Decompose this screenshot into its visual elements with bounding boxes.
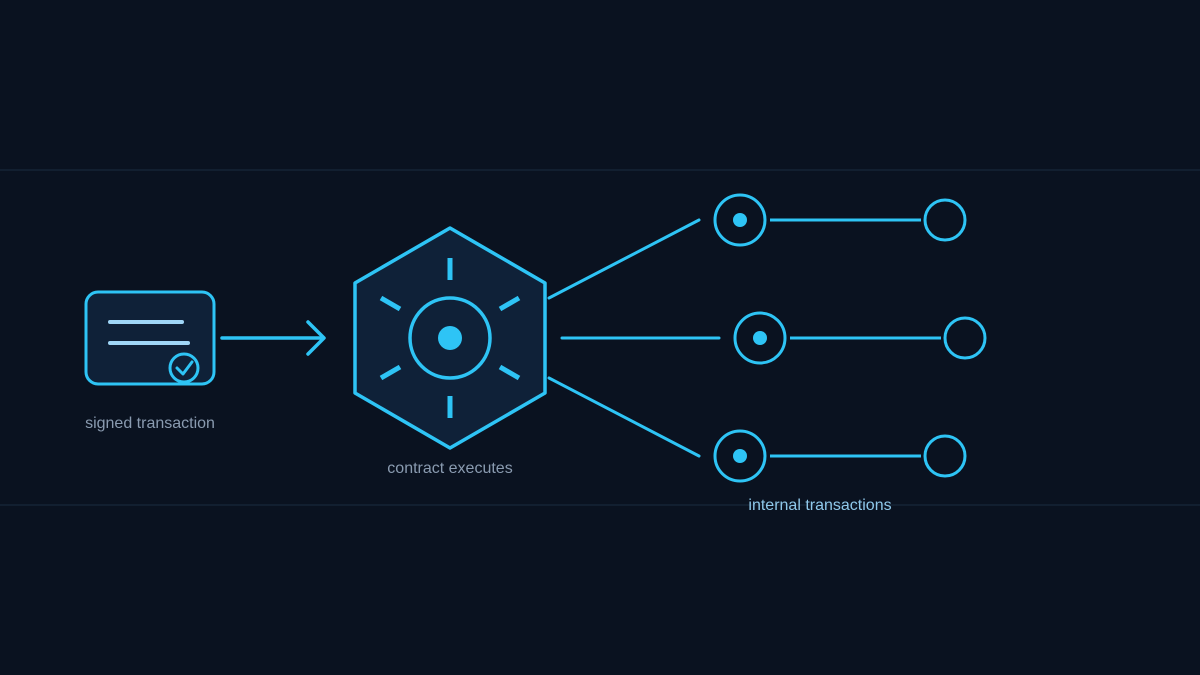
internal-transactions-label: internal transactions [748,497,892,514]
internal-transaction-row [713,193,967,247]
hexagon-gear-icon [353,226,547,450]
internal-transaction-row [733,311,987,365]
signed-document-icon [84,290,216,386]
arrow-right-icon [220,320,326,356]
signed-transaction-label: signed transaction [85,415,215,432]
fan-out-lines [547,218,721,458]
check-circle-icon [168,352,200,384]
internal-transaction-row [713,429,967,483]
contract-executes-label: contract executes [387,460,513,477]
